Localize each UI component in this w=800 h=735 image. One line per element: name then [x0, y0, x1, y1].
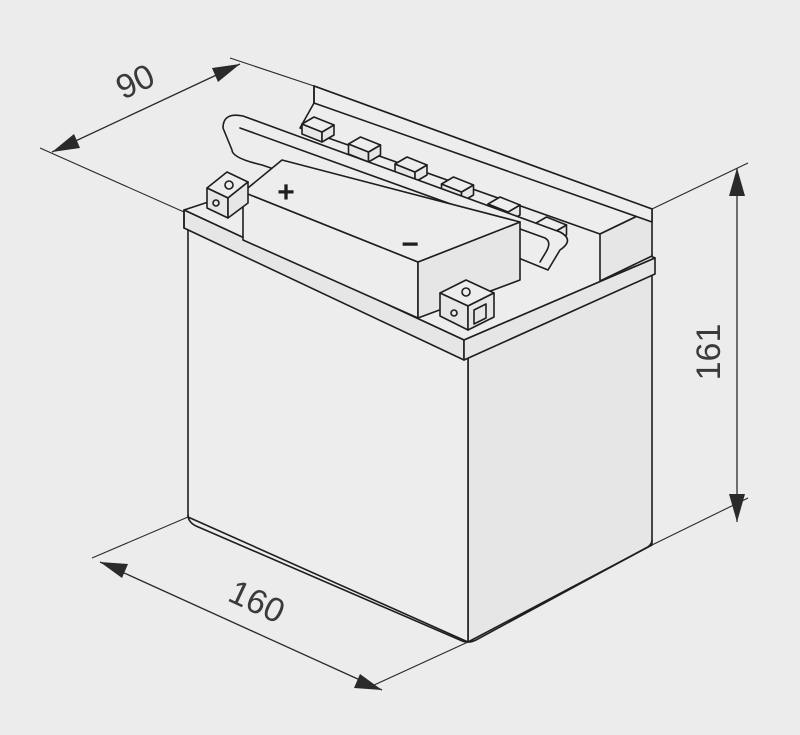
- vent-cover-block: [299, 85, 653, 282]
- height-label: 161: [690, 324, 728, 381]
- vent-cap: [301, 116, 335, 143]
- positive-terminal: [206, 171, 249, 219]
- vent-block-right: [599, 208, 653, 282]
- positive-symbol: +: [277, 176, 295, 209]
- height-dimension: 161: [651, 162, 749, 546]
- negative-symbol: −: [401, 228, 419, 261]
- width-label: 90: [110, 57, 160, 107]
- lid-right-edge: [463, 257, 656, 361]
- negative-terminal: [439, 279, 495, 331]
